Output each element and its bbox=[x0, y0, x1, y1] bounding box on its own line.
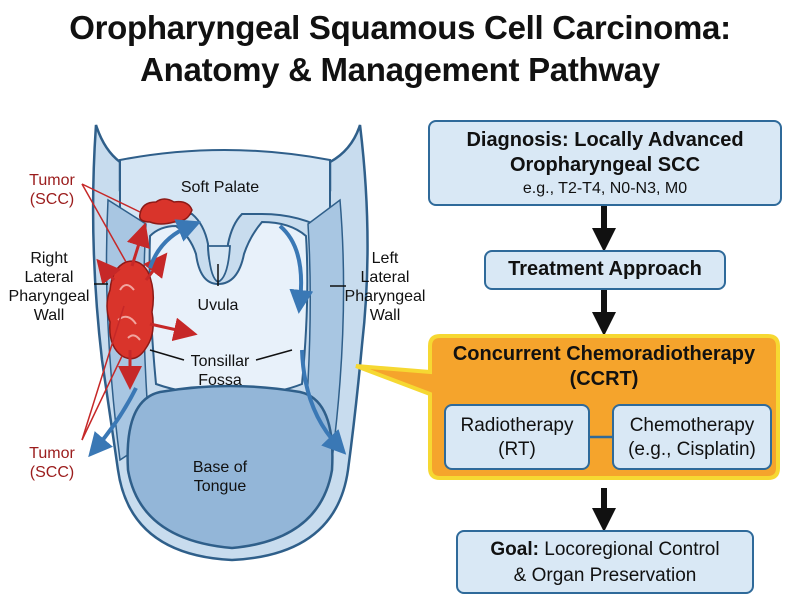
flow-arrow-left-bottom bbox=[88, 387, 138, 458]
flow-arrow-right-top bbox=[278, 224, 314, 314]
spread-arrow-left bbox=[96, 258, 121, 285]
approach-box: Treatment Approach bbox=[484, 250, 726, 290]
label-left-lateral-wall: Left Lateral Pharyngeal Wall bbox=[344, 250, 426, 324]
spread-arrow-right2 bbox=[143, 252, 168, 281]
radiotherapy-box: Radiotherapy (RT) bbox=[444, 404, 590, 470]
title-line-2: Anatomy & Management Pathway bbox=[140, 51, 660, 88]
label-uvula: Uvula bbox=[197, 297, 239, 314]
label-right-lateral-wall: Right Lateral Pharyngeal Wall bbox=[8, 250, 90, 324]
spread-arrow-right bbox=[149, 317, 198, 342]
flow-arrow-left-top bbox=[148, 219, 202, 269]
ccrt-title: Concurrent Chemoradiotherapy (CCRT) bbox=[452, 343, 756, 390]
label-tumor-bottom: Tumor (SCC) bbox=[29, 445, 75, 481]
goal-label: Goal: bbox=[490, 539, 539, 560]
soft-palate bbox=[119, 149, 331, 272]
label-base-of-tongue: Base of Tongue bbox=[192, 459, 248, 495]
goal-line-1: Locoregional Control bbox=[544, 539, 720, 560]
goal-box: Goal: Locoregional Control & Organ Prese… bbox=[456, 530, 754, 594]
diagnosis-box: Diagnosis: Locally Advanced Oropharyngea… bbox=[428, 120, 782, 206]
title-line-1: Oropharyngeal Squamous Cell Carcinoma: bbox=[69, 9, 731, 46]
spread-arrow-up bbox=[126, 222, 150, 267]
tumor-top bbox=[138, 198, 193, 225]
tumor-wall bbox=[106, 260, 155, 360]
chemotherapy-box: Chemotherapy (e.g., Cisplatin) bbox=[612, 404, 772, 470]
flow-arrow-right-bottom bbox=[300, 349, 347, 455]
goal-line-2: & Organ Preservation bbox=[513, 565, 697, 586]
label-soft-palate: Soft Palate bbox=[180, 179, 260, 196]
label-tonsillar-fossa: Tonsillar Fossa bbox=[190, 353, 250, 389]
label-tumor-top: Tumor (SCC) bbox=[29, 172, 75, 208]
